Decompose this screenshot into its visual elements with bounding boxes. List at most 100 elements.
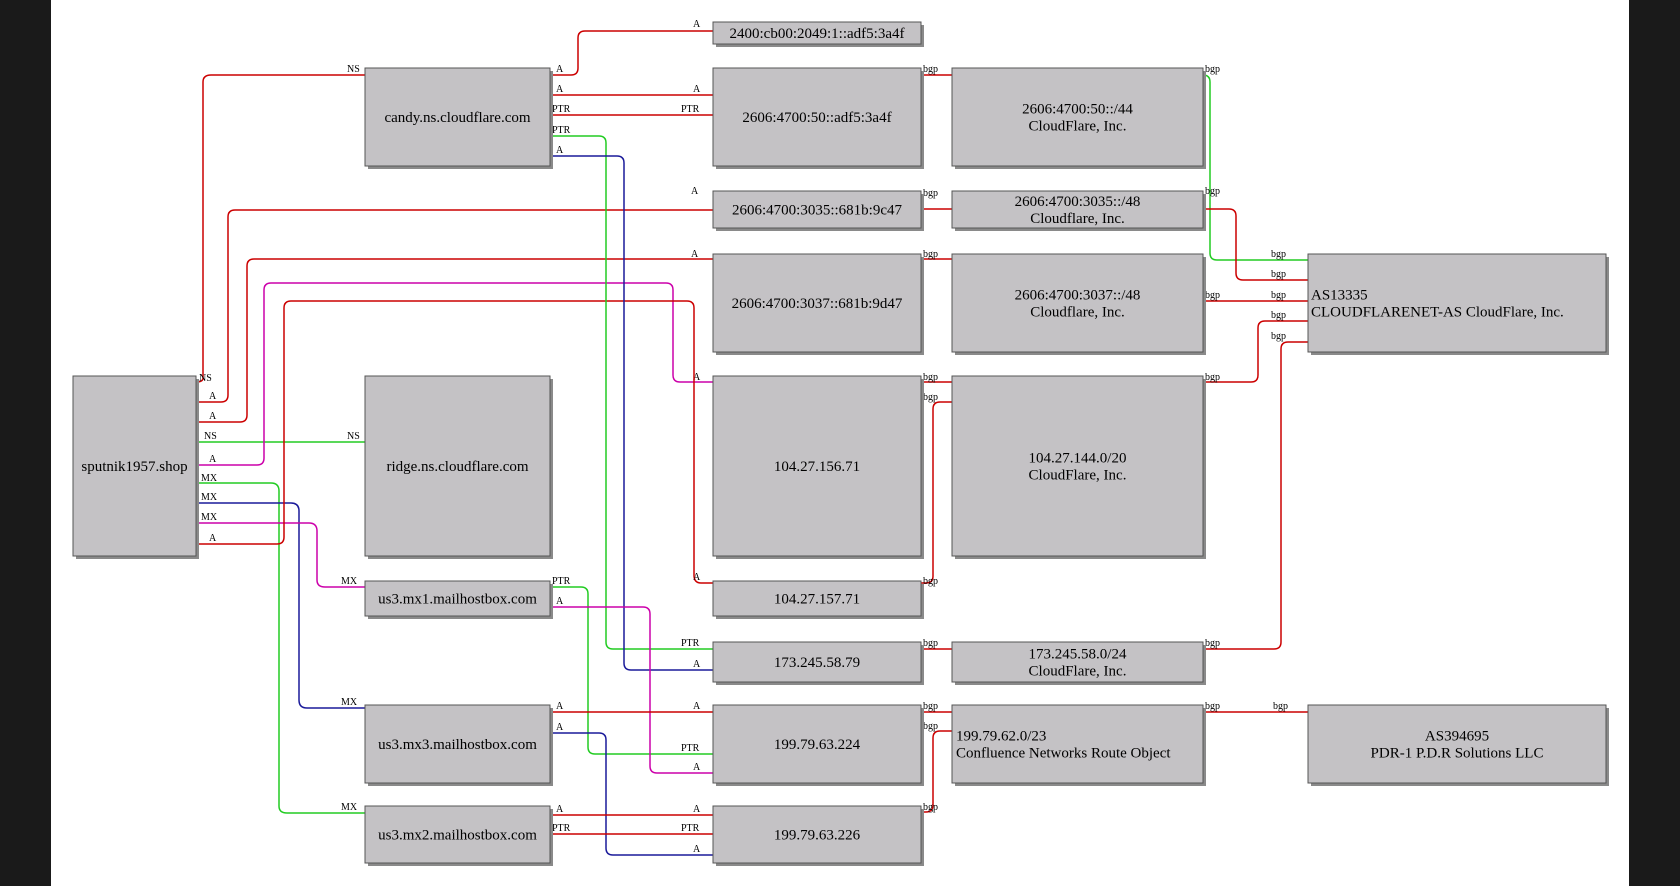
edge-label: PTR — [681, 638, 700, 649]
edge-label: MX — [341, 697, 358, 708]
edge-label: A — [693, 804, 701, 815]
edge-ip3035-pfx3035: bgp — [921, 188, 952, 210]
edge-label: A — [556, 64, 564, 75]
node-box — [712, 190, 922, 229]
node-label: ridge.ns.cloudflare.com — [386, 459, 528, 475]
edge-label: bgp — [1205, 64, 1220, 75]
node-label: 199.79.62.0/23 — [956, 729, 1046, 745]
edge-label: bgp — [1205, 372, 1220, 383]
edge-label: NS — [347, 64, 360, 75]
node-box — [712, 805, 922, 864]
node-box — [364, 580, 551, 617]
node-label: 104.27.144.0/20 — [1029, 451, 1127, 467]
node-label: CloudFlare, Inc. — [1029, 664, 1127, 680]
edge-label: bgp — [923, 576, 938, 587]
node-ip2606_50[interactable]: 2606:4700:50::adf5:3a4f — [712, 67, 924, 169]
node-label: Cloudflare, Inc. — [1030, 211, 1125, 227]
edge-label: bgp — [923, 64, 938, 75]
edge-label: A — [691, 186, 699, 197]
node-box — [712, 641, 922, 683]
edge-line — [196, 522, 365, 588]
edge-mx3-ip226: AA — [550, 722, 713, 856]
edge-line — [196, 282, 713, 466]
edge-label: PTR — [552, 125, 571, 136]
edge-line — [1202, 74, 1308, 261]
node-ip224[interactable]: 199.79.63.224 — [712, 704, 924, 786]
edge-line — [921, 401, 952, 584]
node-box — [364, 805, 551, 864]
edge-line — [196, 300, 713, 584]
edge-label: bgp — [1205, 186, 1220, 197]
node-label: 104.27.156.71 — [774, 459, 860, 475]
node-ip226[interactable]: 199.79.63.226 — [712, 805, 924, 866]
edge-candy-ip2400: AA — [550, 19, 713, 76]
edge-label: A — [556, 804, 564, 815]
node-mx3[interactable]: us3.mx3.mailhostbox.com — [364, 704, 553, 786]
edge-sputnik-mx2: MX MX — [196, 473, 365, 814]
node-box — [712, 580, 922, 617]
edge-mx1-ip224: AA — [550, 596, 713, 774]
edge-label: bgp — [1205, 290, 1220, 301]
node-ip156[interactable]: 104.27.156.71 — [712, 375, 924, 559]
edge-label: PTR — [681, 104, 700, 115]
node-mx2[interactable]: us3.mx2.mailhostbox.com — [364, 805, 553, 866]
edge-line — [550, 155, 713, 671]
edge-sputnik-mx3: MX MX — [196, 492, 365, 709]
edge-label: A — [693, 372, 701, 383]
node-label: 104.27.157.71 — [774, 592, 860, 608]
edge-label: A — [556, 722, 564, 733]
node-box — [712, 253, 922, 353]
node-ridge[interactable]: ridge.ns.cloudflare.com — [364, 375, 553, 559]
edge-label: A — [693, 572, 701, 583]
edge-label: MX — [341, 576, 358, 587]
edge-label: bgp — [923, 372, 938, 383]
edge-pfx50-as13335: bgp bgp — [1202, 64, 1308, 261]
node-ip2400[interactable]: 2400:cb00:2049:1::adf5:3a4f — [712, 21, 924, 47]
edge-label: A — [209, 454, 217, 465]
node-ip173[interactable]: 173.245.58.79 — [712, 641, 924, 685]
node-label: 199.79.63.224 — [774, 737, 861, 753]
node-label: us3.mx3.mailhostbox.com — [378, 737, 537, 753]
edge-mx1-ip173: PTR PTR — [550, 576, 713, 755]
edge-line — [550, 30, 713, 76]
node-box — [712, 375, 922, 557]
node-sputnik[interactable]: sputnik1957.shop — [72, 375, 199, 559]
edge-label: MX — [341, 802, 358, 813]
node-box — [951, 67, 1204, 167]
edge-label: bgp — [1271, 331, 1286, 342]
node-candy[interactable]: candy.ns.cloudflare.com — [364, 67, 553, 169]
node-mx1[interactable]: us3.mx1.mailhostbox.com — [364, 580, 553, 619]
edge-label: PTR — [552, 823, 571, 834]
edge-label: bgp — [923, 802, 938, 813]
edge-label: A — [556, 84, 564, 95]
edge-label: A — [556, 701, 564, 712]
node-ip3037[interactable]: 2606:4700:3037::681b:9d47 — [712, 253, 924, 355]
edge-label: bgp — [1205, 701, 1220, 712]
node-ip157[interactable]: 104.27.157.71 — [712, 580, 924, 619]
edge-sputnik-ip157: AA — [196, 300, 713, 584]
node-label: AS13335 — [1311, 288, 1368, 304]
node-box — [712, 704, 922, 784]
edge-label: PTR — [552, 576, 571, 587]
edge-pfx173-as13335: bgp bgp — [1203, 331, 1308, 650]
node-label: CLOUDFLARENET-AS CloudFlare, Inc. — [1311, 305, 1564, 321]
edge-line — [196, 482, 365, 814]
node-label: sputnik1957.shop — [81, 459, 187, 475]
node-ip3035[interactable]: 2606:4700:3035::681b:9c47 — [712, 190, 924, 231]
edge-label: A — [556, 145, 564, 156]
edge-line — [550, 606, 713, 774]
edge-label: bgp — [1271, 310, 1286, 321]
edge-label: bgp — [1271, 290, 1286, 301]
